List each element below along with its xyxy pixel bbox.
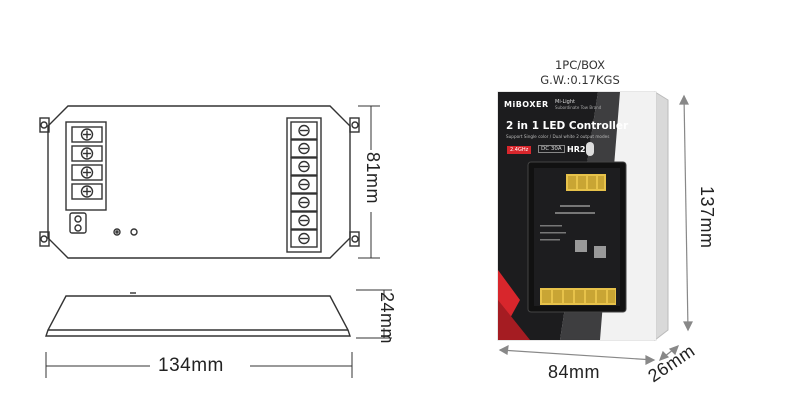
remote-icon (586, 142, 594, 156)
left-terminal-block (65, 121, 107, 211)
packaging-info: 1PC/BOX G.W.:0.17KGS (520, 58, 640, 88)
box-controller-image (527, 161, 627, 313)
box-sub-brand: Mi-Light (555, 99, 575, 105)
box-current-rating: DC 30A (538, 145, 565, 153)
box-freq-badge: 2.4GHz (507, 146, 532, 154)
dim-label-width: 81mm (363, 152, 383, 205)
box-side-face (654, 91, 669, 342)
box-product-title: 2 in 1 LED Controller (506, 120, 629, 132)
dim-line-134 (45, 352, 353, 378)
packaging-quantity: 1PC/BOX (554, 58, 606, 72)
dim-line-84 (498, 344, 656, 365)
side-view-drawing (45, 292, 351, 337)
dim-line-26 (658, 344, 680, 362)
dim-label-length: 134mm (158, 355, 224, 376)
dim-line-137 (679, 94, 693, 332)
left-terminals (71, 126, 103, 200)
packaging-weight: G.W.:0.17KGS (540, 73, 620, 87)
housing-outline (47, 105, 351, 259)
box-brand-logo: MiBOXER (504, 100, 549, 109)
dim-label-box-height: 137mm (697, 186, 717, 249)
right-terminals (290, 121, 318, 248)
box-product-subtitle: Support Single color / Dual white 2 outp… (506, 134, 610, 139)
right-terminal-block (286, 117, 322, 253)
product-box (497, 91, 669, 342)
box-model: HR2 (567, 145, 586, 154)
box-tagline: Subordinate Tow Brand (555, 105, 602, 110)
dim-line-81 (358, 105, 380, 259)
dim-label-box-width: 84mm (548, 362, 601, 382)
dim-line-24 (356, 289, 392, 339)
dim-label-height: 24mm (377, 292, 397, 345)
